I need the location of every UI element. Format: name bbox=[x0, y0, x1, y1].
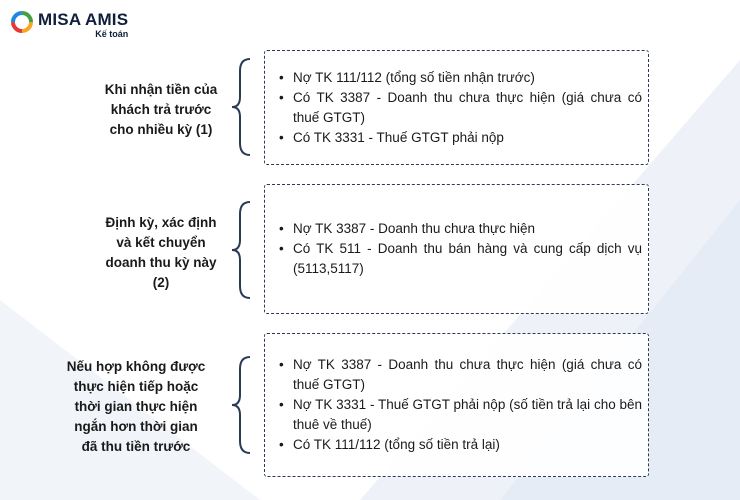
row-1-box: Nợ TK 111/112 (tổng số tiền nhận trước) … bbox=[264, 50, 649, 165]
row-3-label-line: ngắn hơn thời gian bbox=[74, 419, 198, 434]
logo-ring-icon bbox=[11, 11, 33, 33]
row-2-label-line: Định kỳ, xác định bbox=[105, 215, 217, 230]
row-3-label: Nếu hợp không được thực hiện tiếp hoặc t… bbox=[58, 357, 214, 457]
list-item: Có TK 111/112 (tổng số tiền trả lại) bbox=[275, 435, 642, 455]
row-2-label-line: doanh thu kỳ này bbox=[105, 255, 217, 270]
row-3-label-line: đã thu tiền trước bbox=[81, 439, 191, 454]
misa-amis-logo: MISA AMIS Kế toán bbox=[10, 10, 128, 39]
row-3-label-line: Nếu hợp không được bbox=[66, 359, 206, 374]
logo-brand-text: MISA AMIS bbox=[38, 10, 129, 29]
list-item: Có TK 3331 - Thuế GTGT phải nộp bbox=[275, 128, 642, 148]
row-3-brace bbox=[231, 356, 251, 454]
logo-sub-text: Kế toán bbox=[95, 29, 129, 39]
row-2-list: Nợ TK 3387 - Doanh thu chưa thực hiện Có… bbox=[275, 219, 642, 279]
list-item: Nợ TK 111/112 (tổng số tiền nhận trước) bbox=[275, 68, 642, 88]
row-2-label-line: và kết chuyển bbox=[116, 235, 206, 250]
row-1-brace bbox=[231, 58, 251, 156]
row-3-label-line: thực hiện tiếp hoặc bbox=[73, 379, 199, 394]
row-2-box: Nợ TK 3387 - Doanh thu chưa thực hiện Có… bbox=[264, 184, 649, 314]
list-item: Có TK 511 - Doanh thu bán hàng và cung c… bbox=[275, 239, 642, 279]
list-item: Nợ TK 3331 - Thuế GTGT phải nộp (số tiền… bbox=[275, 395, 642, 435]
row-1-label: Khi nhận tiền của khách trả trước cho nh… bbox=[88, 80, 234, 140]
row-1-label-line: cho nhiều kỳ (1) bbox=[109, 122, 213, 137]
list-item: Có TK 3387 - Doanh thu chưa thực hiện (g… bbox=[275, 88, 642, 128]
row-3-label-line: thời gian thực hiện bbox=[74, 399, 198, 414]
row-2-label: Định kỳ, xác định và kết chuyển doanh th… bbox=[88, 213, 234, 293]
list-item: Nợ TK 3387 - Doanh thu chưa thực hiện (g… bbox=[275, 355, 642, 395]
row-1-label-line: Khi nhận tiền của bbox=[104, 82, 218, 97]
row-1-list: Nợ TK 111/112 (tổng số tiền nhận trước) … bbox=[275, 68, 642, 148]
row-2-label-line: (2) bbox=[152, 275, 170, 290]
list-item: Nợ TK 3387 - Doanh thu chưa thực hiện bbox=[275, 219, 642, 239]
row-3-box: Nợ TK 3387 - Doanh thu chưa thực hiện (g… bbox=[264, 333, 649, 477]
row-1-label-line: khách trả trước bbox=[110, 102, 212, 117]
row-3-list: Nợ TK 3387 - Doanh thu chưa thực hiện (g… bbox=[275, 355, 642, 455]
row-2-brace bbox=[231, 201, 251, 299]
